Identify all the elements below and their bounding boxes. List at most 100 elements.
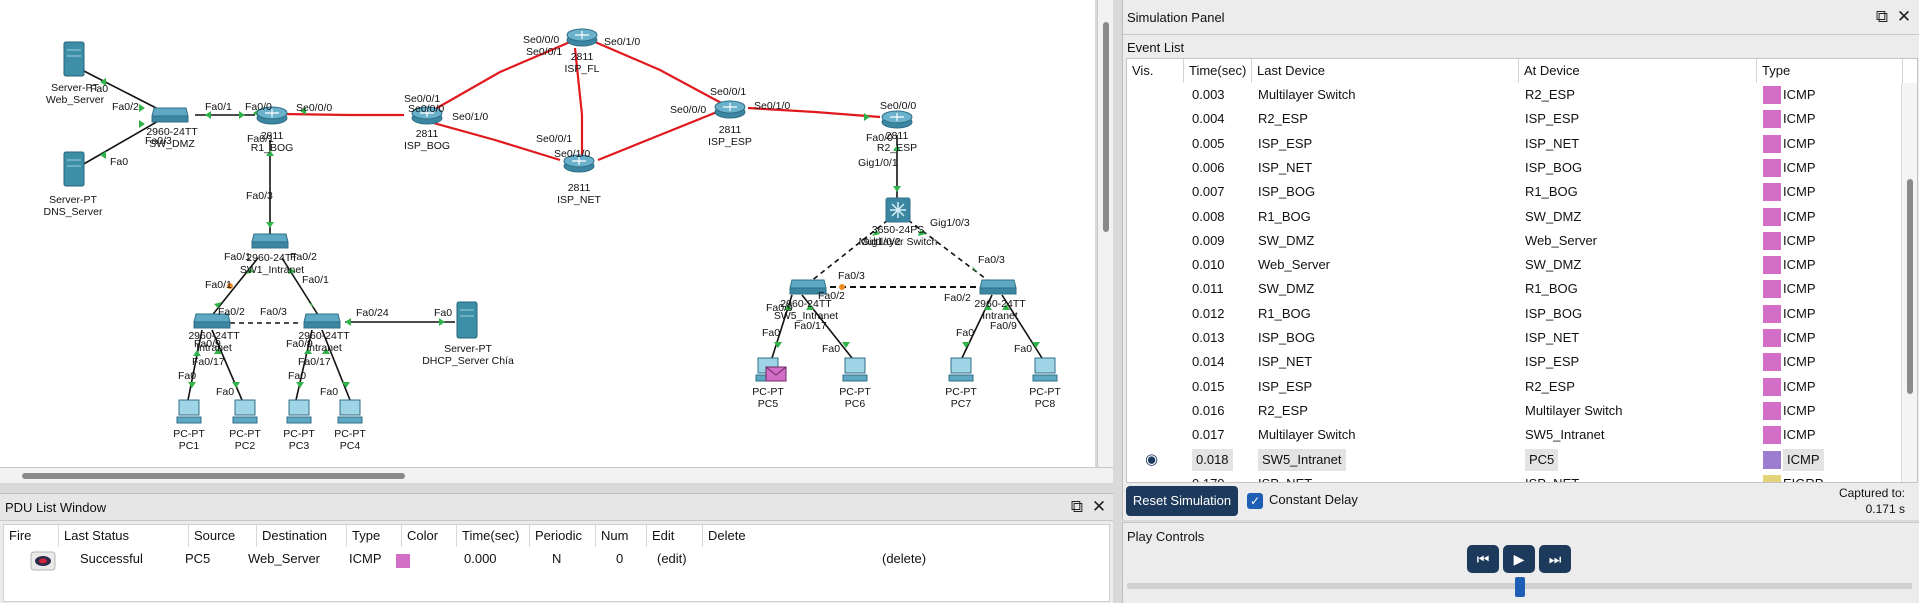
ev-col-time[interactable]: Time(sec): [1184, 59, 1252, 83]
pc7-icon[interactable]: [948, 356, 974, 384]
event-list-title: Event List: [1127, 40, 1185, 55]
event-type-color-swatch: [1763, 401, 1781, 420]
scroll-thumb[interactable]: [1907, 179, 1913, 394]
skip-back-icon: ⏮: [1476, 551, 1490, 567]
event-last-device: Web_Server: [1258, 257, 1331, 273]
dns-server-icon[interactable]: [62, 150, 86, 188]
event-type: ICMP: [1783, 87, 1816, 102]
dhcp-server-icon[interactable]: [455, 300, 479, 340]
sw3-intranet-switch-icon[interactable]: [302, 308, 342, 330]
pdu-col-num[interactable]: Num: [596, 525, 647, 547]
pdu-col-color[interactable]: Color: [402, 525, 457, 547]
pdu-col-edit[interactable]: Edit: [647, 525, 703, 547]
topology-canvas[interactable]: Server-PT Web_Server Server-PT DNS_Serve…: [0, 0, 1095, 467]
port-label: Fa0/3: [145, 135, 172, 147]
pdu-last-status: Successful: [80, 551, 143, 566]
ev-col-last-device[interactable]: Last Device: [1252, 59, 1519, 83]
pdu-col-periodic[interactable]: Periodic: [530, 525, 596, 547]
close-window-icon[interactable]: ✕: [1896, 7, 1912, 26]
port-label: Se0/0/0: [296, 102, 333, 114]
restore-window-icon[interactable]: ⧉: [1875, 7, 1889, 26]
sw-dmz-switch-icon[interactable]: [150, 102, 190, 124]
web-server-icon[interactable]: [62, 40, 86, 78]
pc8-icon[interactable]: [1032, 356, 1058, 384]
event-type: ICMP: [1783, 402, 1816, 418]
play-button[interactable]: ▶: [1503, 545, 1535, 573]
pdu-col-time[interactable]: Time(sec): [457, 525, 530, 547]
pdu-col-type[interactable]: Type: [347, 525, 402, 547]
ev-col-type[interactable]: Type: [1757, 59, 1903, 83]
skip-back-button[interactable]: ⏮: [1467, 545, 1499, 573]
ev-col-vis[interactable]: Vis.: [1127, 59, 1184, 83]
pc2-icon[interactable]: [232, 398, 258, 426]
isp-fl-router-icon[interactable]: [565, 26, 599, 48]
port-label: Fa0/3: [838, 270, 865, 282]
pc1-icon[interactable]: [176, 398, 202, 426]
pdu-envelope-icon[interactable]: [765, 366, 787, 382]
fire-pdu-icon[interactable]: [30, 551, 56, 571]
port-label: Gig1/0/3: [930, 217, 970, 229]
event-list-scrollbar[interactable]: [1901, 83, 1917, 482]
port-label: Se0/0/1: [404, 93, 441, 105]
pdu-col-source[interactable]: Source: [189, 525, 257, 547]
sw2-intranet-switch-icon[interactable]: [192, 308, 232, 330]
pdu-col-delete[interactable]: Delete: [708, 528, 746, 543]
pdu-col-last-status[interactable]: Last Status: [59, 525, 189, 547]
play-speed-slider-thumb[interactable]: [1514, 577, 1525, 597]
pdu-window-header: PDU List Window ⧉ ✕: [0, 494, 1113, 521]
canvas-vertical-scrollbar[interactable]: [1097, 0, 1113, 467]
isp-esp-router-icon[interactable]: [713, 98, 747, 120]
port-label: Fa0/1: [205, 279, 232, 291]
restore-window-icon[interactable]: ⧉: [1070, 497, 1084, 516]
constant-delay-checkbox[interactable]: ✓: [1247, 493, 1263, 509]
canvas-horizontal-scrollbar[interactable]: [0, 467, 1113, 483]
pdu-time: 0.000: [464, 551, 497, 566]
r1-bog-model-label: 2811: [260, 130, 284, 142]
event-type-color-swatch: [1763, 474, 1781, 482]
pc4-icon[interactable]: [337, 398, 363, 426]
visible-eye-icon[interactable]: ◉: [1145, 450, 1159, 468]
event-time: 0.014: [1192, 354, 1225, 370]
event-list-table: Vis. Time(sec) Last Device At Device Typ…: [1126, 58, 1918, 483]
pdu-edit-link[interactable]: (edit): [657, 551, 687, 566]
pc3-icon[interactable]: [286, 398, 312, 426]
pdu-delete-link[interactable]: (delete): [882, 551, 927, 566]
sw6-intranet-switch-icon[interactable]: [978, 274, 1018, 296]
r1-bog-router-icon[interactable]: [255, 104, 289, 126]
pdu-col-destination[interactable]: Destination: [257, 525, 347, 547]
dns-server-model-label: Server-PT: [49, 194, 97, 206]
isp-net-router-icon[interactable]: [562, 152, 596, 174]
r2-esp-router-icon[interactable]: [880, 108, 914, 130]
isp-bog-router-icon[interactable]: [410, 104, 444, 126]
sw1-intranet-switch-icon[interactable]: [250, 228, 290, 250]
event-at-device: ISP_ESP: [1525, 111, 1580, 127]
pc6-icon[interactable]: [842, 356, 868, 384]
ev-col-at-device[interactable]: At Device: [1519, 59, 1757, 83]
close-window-icon[interactable]: ✕: [1091, 497, 1107, 516]
reset-simulation-button[interactable]: Reset Simulation: [1126, 486, 1238, 516]
scroll-thumb[interactable]: [22, 473, 405, 479]
scroll-thumb[interactable]: [1103, 22, 1109, 232]
multilayer-switch-icon[interactable]: [884, 196, 912, 224]
pdu-col-fire[interactable]: Fire: [4, 525, 59, 547]
port-label: Fa0: [178, 370, 197, 382]
sw5-intranet-switch-icon[interactable]: [788, 274, 828, 296]
skip-forward-button[interactable]: ⏭: [1539, 545, 1571, 573]
